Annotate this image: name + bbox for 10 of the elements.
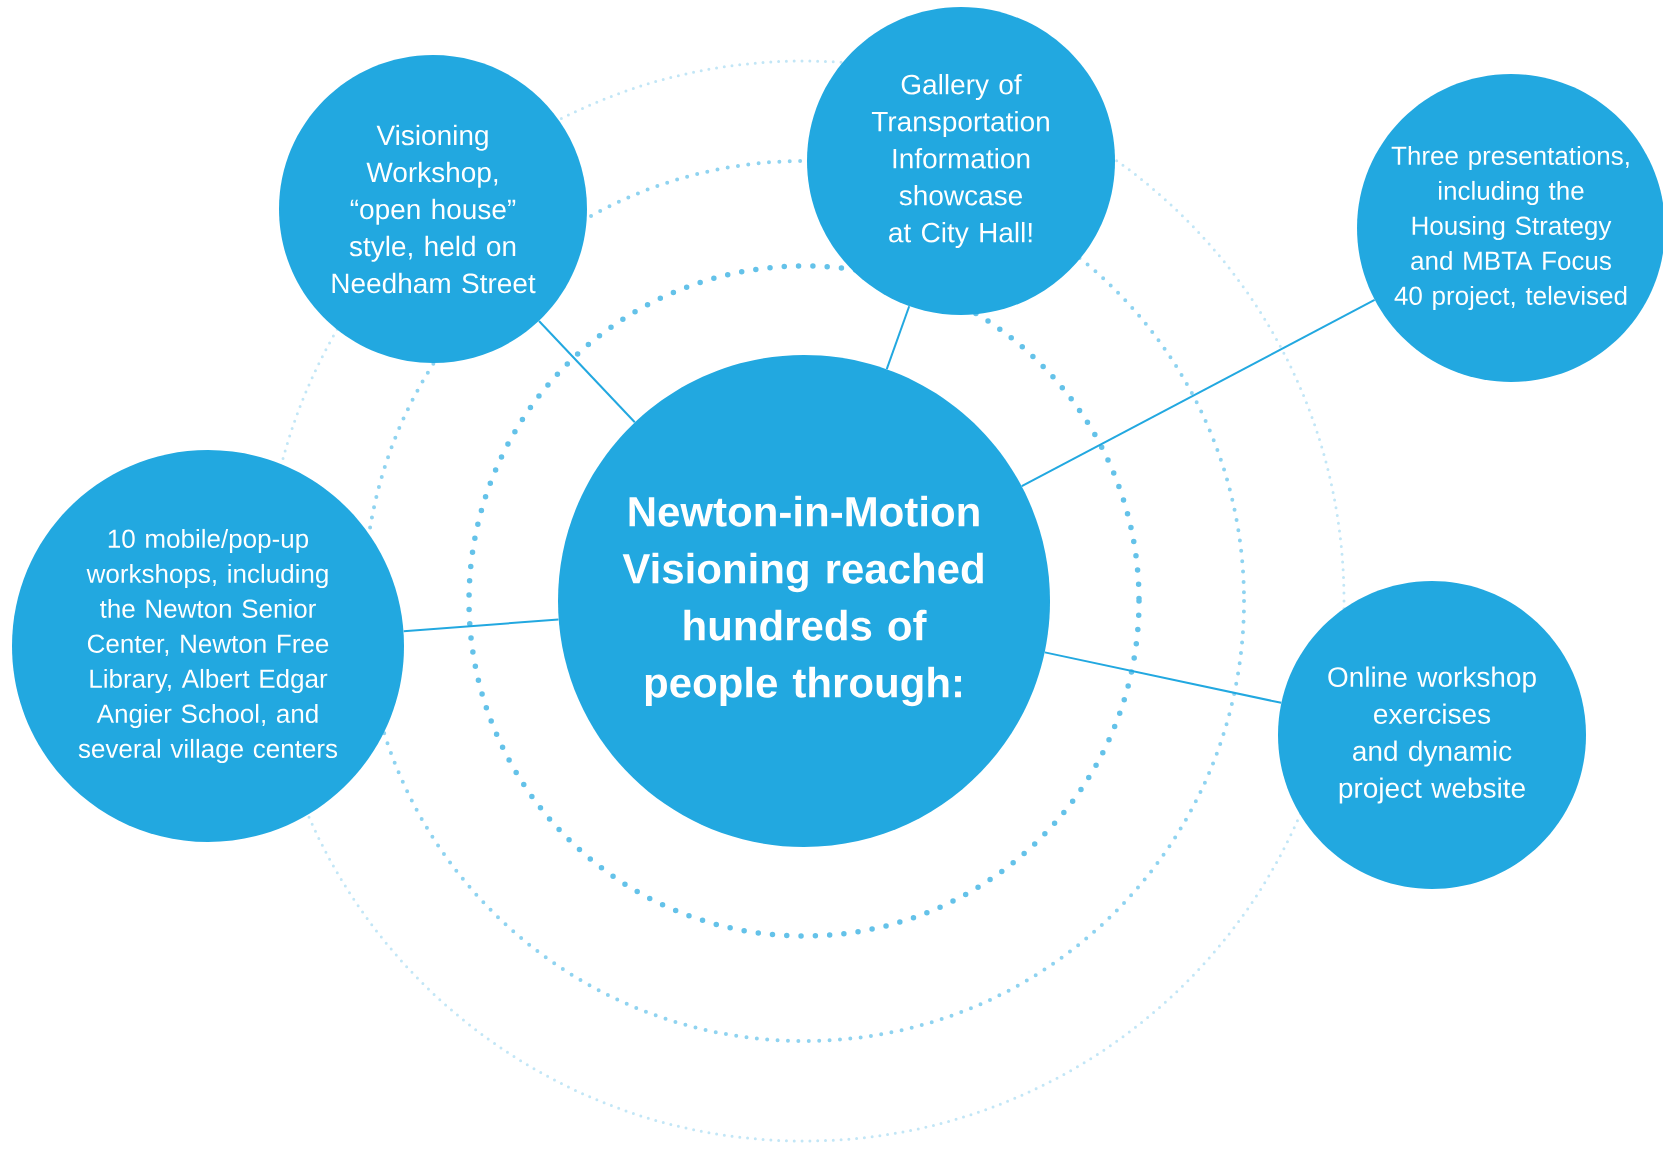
circle-node: Online workshop exercises and dynamic project website bbox=[1278, 581, 1586, 889]
connector-line bbox=[402, 618, 560, 633]
connector-line bbox=[1043, 651, 1283, 704]
connector-line bbox=[885, 305, 911, 371]
circle-node: Gallery of Transportation Information showcase at City Hall! bbox=[807, 7, 1115, 315]
connector-line bbox=[538, 320, 636, 424]
circle-node: Visioning Workshop, “open house” style, held on Needham Street bbox=[279, 55, 587, 363]
circle-node: Newton-in-Motion Visioning reached hundreds of people through: bbox=[558, 355, 1050, 847]
connector-line bbox=[1020, 298, 1376, 488]
circle-node: 10 mobile/pop-up workshops, including the Newton Senior Center, Newton Free Library, Albert Edgar Angier School, and several village centers bbox=[12, 450, 404, 842]
